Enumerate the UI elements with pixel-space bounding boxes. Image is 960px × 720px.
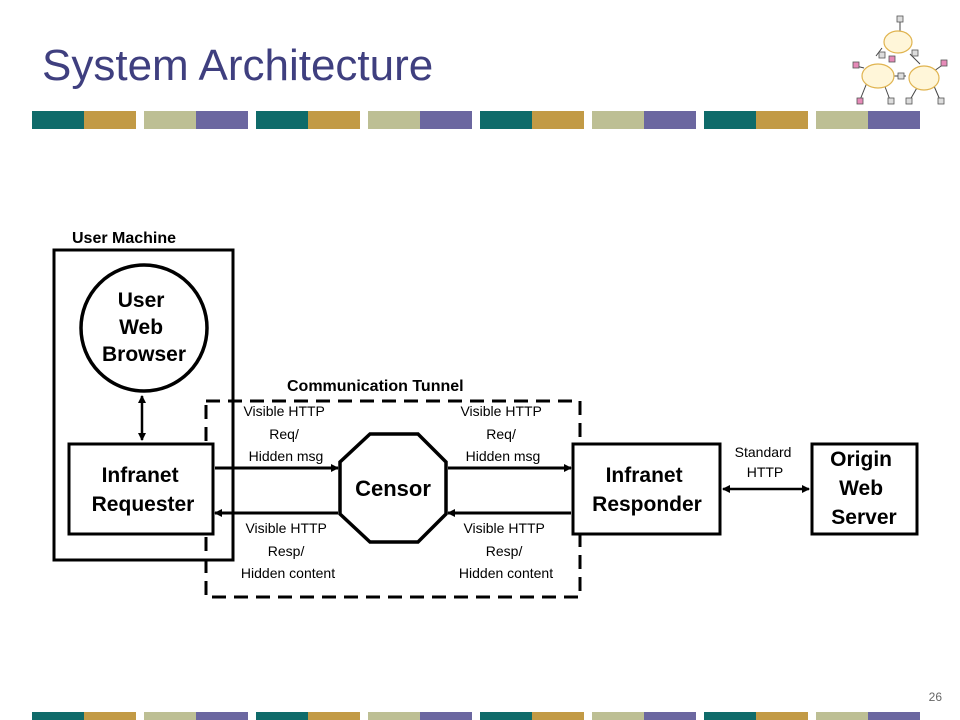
top-color-band (32, 111, 920, 129)
band-segment (704, 712, 756, 720)
communication-tunnel-label: Communication Tunnel (287, 378, 464, 395)
slide-title: System Architecture (42, 41, 434, 90)
censor-octagon (338, 432, 448, 544)
band-segment (480, 712, 532, 720)
band-segment (592, 712, 644, 720)
band-segment (756, 712, 808, 720)
band-segment (308, 111, 360, 129)
band-segment (32, 111, 84, 129)
band-segment (368, 111, 420, 129)
infranet-requester-box (67, 442, 215, 536)
origin-web-server-box (810, 442, 919, 536)
band-segment (480, 111, 532, 129)
band-segment (868, 712, 920, 720)
band-segment (756, 111, 808, 129)
req-label-right: Visible HTTP Req/ Hidden msg (460, 403, 545, 464)
band-segment (644, 712, 696, 720)
bottom-color-band (32, 712, 920, 720)
band-segment (816, 111, 868, 129)
browser-label: User Web Browser (102, 289, 186, 366)
user-web-browser-circle (79, 263, 209, 393)
band-segment (420, 111, 472, 129)
band-segment (144, 111, 196, 129)
req-label-left: Visible HTTP Req/ Hidden msg (243, 403, 328, 464)
band-gap (248, 712, 256, 720)
band-segment (84, 712, 136, 720)
band-segment (704, 111, 756, 129)
origin-label: Origin Web Server (830, 448, 898, 529)
band-segment (368, 712, 420, 720)
user-machine-box (52, 248, 235, 562)
resp-label-left: Visible HTTP Resp/ Hidden content (241, 520, 335, 581)
band-segment (816, 712, 868, 720)
band-segment (84, 111, 136, 129)
network-clouds-icon (852, 15, 948, 105)
standard-http-label: Standard HTTP (735, 444, 796, 480)
band-segment (868, 111, 920, 129)
band-segment (144, 712, 196, 720)
band-segment (592, 111, 644, 129)
censor-label: Censor (355, 476, 431, 501)
band-gap (584, 712, 592, 720)
band-segment (532, 111, 584, 129)
band-segment (196, 712, 248, 720)
band-segment (256, 712, 308, 720)
resp-label-right: Visible HTTP Resp/ Hidden content (459, 520, 553, 581)
band-segment (256, 111, 308, 129)
band-segment (32, 712, 84, 720)
requester-label: Infranet Requester (92, 464, 195, 516)
band-gap (808, 712, 816, 720)
band-segment (196, 111, 248, 129)
responder-label: Infranet Responder (592, 464, 702, 516)
band-segment (308, 712, 360, 720)
user-machine-label: User Machine (72, 230, 176, 247)
page-number: 26 (928, 690, 942, 704)
band-gap (472, 712, 480, 720)
band-gap (696, 712, 704, 720)
band-segment (420, 712, 472, 720)
band-gap (360, 712, 368, 720)
band-segment (644, 111, 696, 129)
band-segment (532, 712, 584, 720)
band-gap (136, 712, 144, 720)
infranet-responder-box (571, 442, 722, 536)
